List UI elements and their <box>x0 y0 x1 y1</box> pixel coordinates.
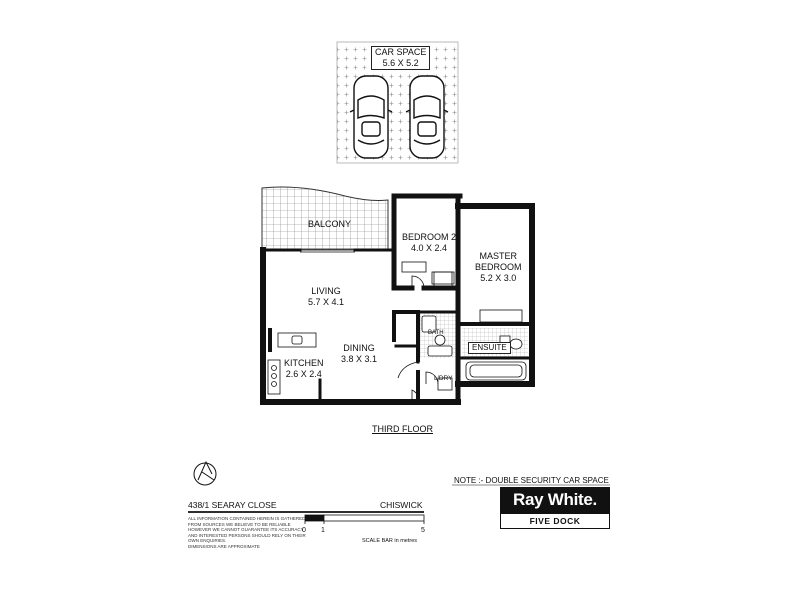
wardrobes <box>401 261 455 285</box>
scale-tick-1: 1 <box>321 527 325 534</box>
scale-tick-5: 5 <box>421 527 425 534</box>
master-name-2: BEDROOM <box>475 262 522 272</box>
master-name-1: MASTER <box>479 251 518 261</box>
scale-caption: SCALE BAR in metres <box>362 538 418 544</box>
dining-size: 3.8 X 3.1 <box>341 354 378 364</box>
kitchen-size: 2.6 X 2.4 <box>285 369 322 379</box>
disclaimer-line: OWN ENQUIRIES. <box>188 538 227 543</box>
car-icon <box>349 75 393 159</box>
disclaimer-line: AND INTERESTED PERSONS SHOULD RELY ON TH… <box>188 532 306 538</box>
master-bedroom-label: MASTER BEDROOM 5.2 X 3.0 <box>475 251 522 284</box>
living-size: 5.7 X 4.1 <box>308 297 345 307</box>
kitchen-label: KITCHEN 2.6 X 2.4 <box>284 358 324 380</box>
floor-label: THIRD FLOOR <box>372 424 434 434</box>
kitchen-name: KITCHEN <box>284 358 324 368</box>
balcony-label: BALCONY <box>308 219 352 229</box>
note-text: NOTE :- DOUBLE SECURITY CAR SPACE <box>454 476 609 485</box>
bedroom2-size: 4.0 X 2.4 <box>410 243 448 253</box>
bedroom2-name: BEDROOM 2 <box>402 232 457 242</box>
car-space-label: CAR SPACE 5.6 X 5.2 <box>371 46 431 70</box>
scale-tick-0: 0 <box>302 527 306 534</box>
logo-brand: Ray White. <box>500 487 610 513</box>
car-space-size: 5.6 X 5.2 <box>382 58 419 68</box>
disclaimer: ALL INFORMATION CONTAINED HEREIN IS GATH… <box>188 516 306 549</box>
walls <box>260 193 535 405</box>
bedroom2-label: BEDROOM 2 4.0 X 2.4 <box>402 232 456 254</box>
windows <box>300 193 535 290</box>
laundry-label: L'DRY <box>434 375 453 382</box>
living-name: LIVING <box>311 286 341 296</box>
bath-label: BATH <box>428 330 444 336</box>
disclaimer-line: FROM SOURCES WE BELIEVE TO BE RELIABLE <box>188 521 291 527</box>
logo-office: FIVE DOCK <box>500 513 610 529</box>
disclaimer-line: HOWEVER WE CANNOT GUARANTEE ITS ACCURACY <box>188 527 304 532</box>
dining-label: DINING 3.8 X 3.1 <box>341 343 377 365</box>
car-icon <box>405 75 449 159</box>
suburb-text: CHISWICK <box>380 500 423 510</box>
dining-name: DINING <box>343 343 375 353</box>
address-text: 438/1 SEARAY CLOSE <box>188 500 277 510</box>
compass-icon <box>193 460 217 486</box>
scale-bar <box>304 514 425 524</box>
kitchen-fixtures <box>267 332 317 395</box>
ray-white-logo: Ray White. FIVE DOCK <box>500 487 610 529</box>
disclaimer-line: DIMENSIONS ARE APPROXIMATE <box>188 543 260 549</box>
car-space-title: CAR SPACE <box>375 47 427 57</box>
disclaimer-line: ALL INFORMATION CONTAINED HEREIN IS GATH… <box>188 516 306 521</box>
living-label: LIVING 5.7 X 4.1 <box>308 286 344 308</box>
balcony-area <box>261 186 389 251</box>
master-size: 5.2 X 3.0 <box>480 273 517 283</box>
ensuite-label: ENSUITE <box>468 342 511 354</box>
